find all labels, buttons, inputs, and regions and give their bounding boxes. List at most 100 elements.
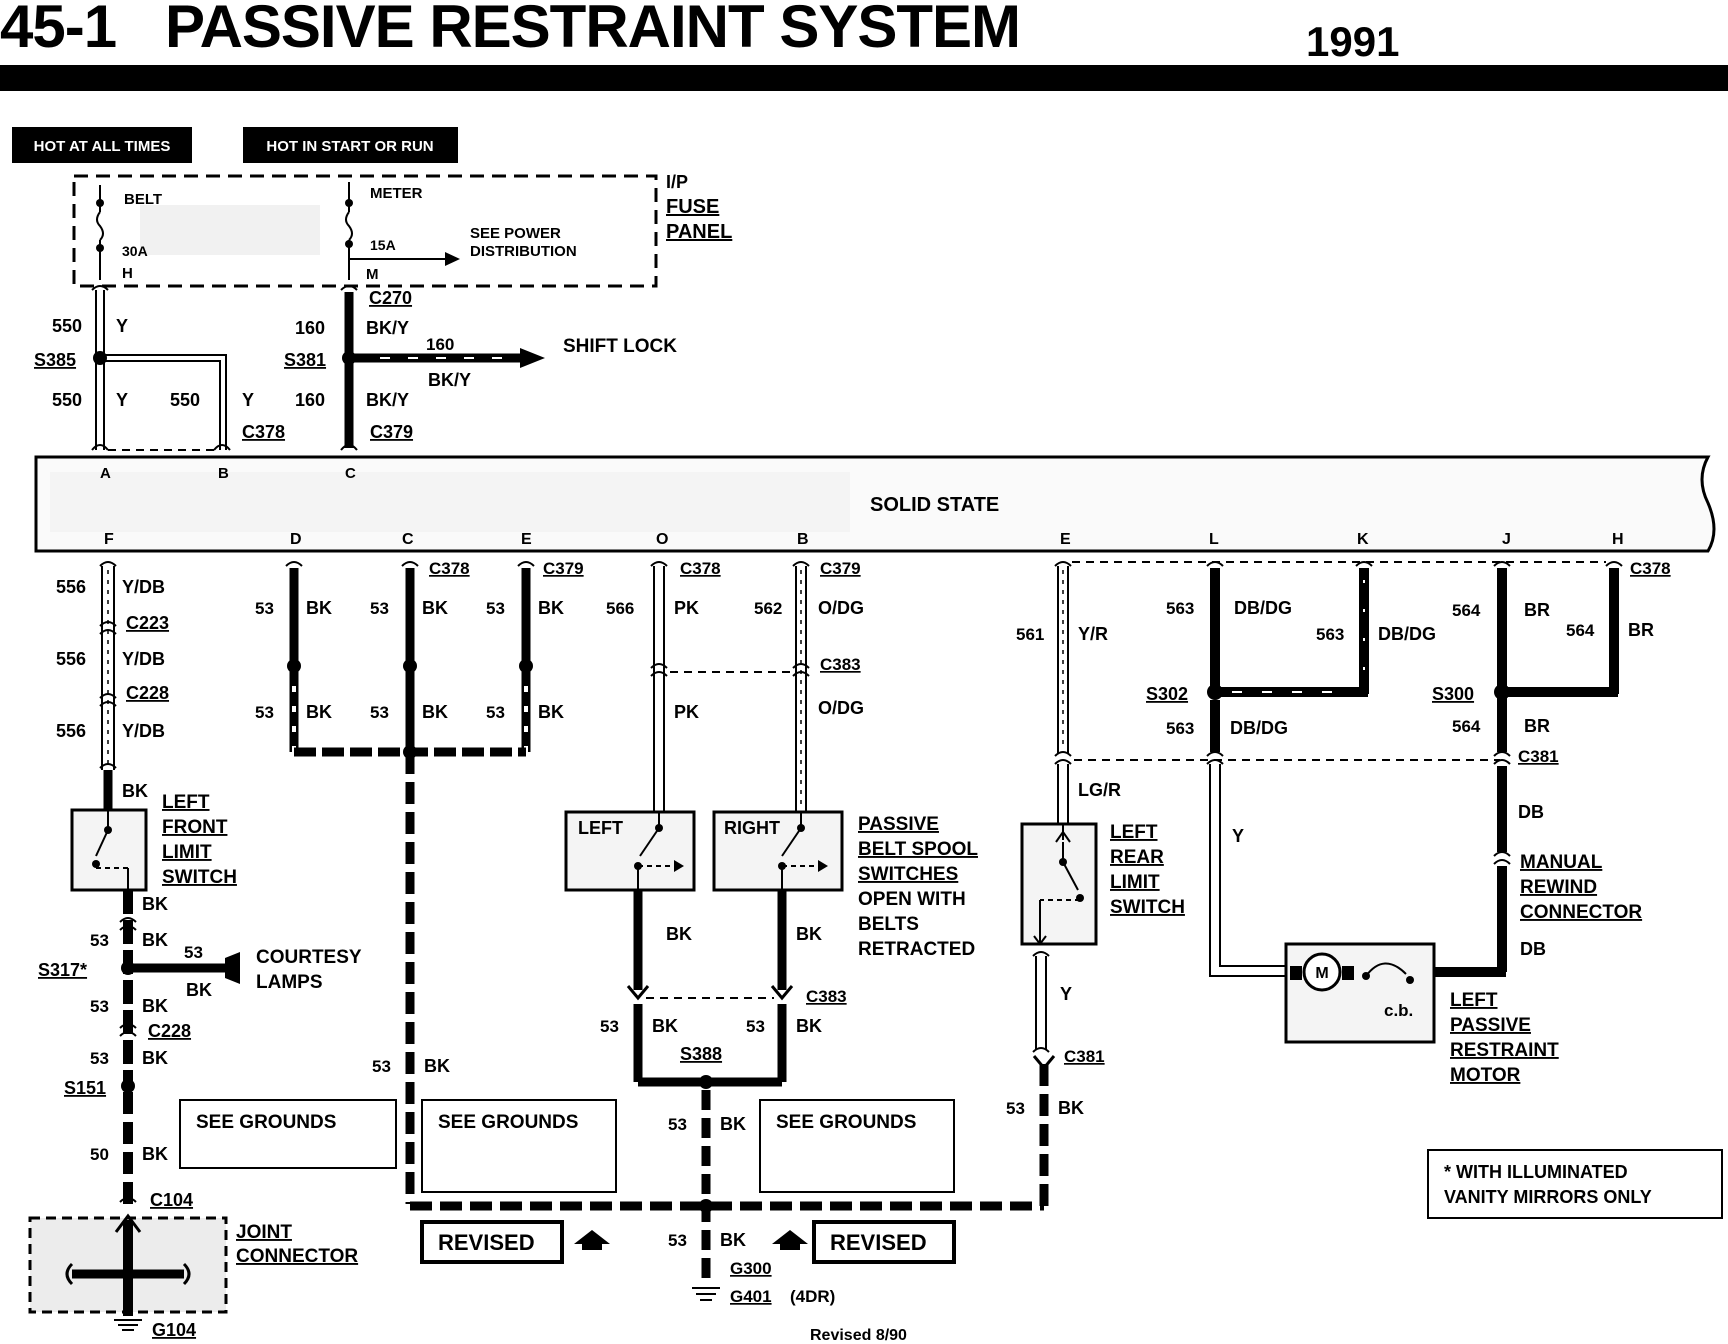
svg-text:SOLID STATE: SOLID STATE [870, 494, 999, 516]
circuit-563: 563 DB/DG 563 DB/DG S302 563 DB/DG Y [1074, 561, 1500, 977]
splice-s151: S151 [64, 1078, 106, 1098]
svg-text:REVISED: REVISED [830, 1230, 927, 1255]
svg-text:(4DR): (4DR) [790, 1287, 835, 1306]
connector-c270: C270 [369, 288, 412, 308]
ground-g104: G104 [152, 1320, 196, 1340]
connector-c228: C228 [126, 683, 169, 703]
svg-text:H: H [1612, 531, 1624, 548]
svg-text:BELTS: BELTS [858, 914, 919, 935]
svg-text:Y: Y [1232, 826, 1244, 846]
svg-text:563: 563 [1316, 625, 1344, 644]
svg-text:53: 53 [486, 703, 505, 722]
svg-text:* WITH ILLUMINATED: * WITH ILLUMINATED [1444, 1162, 1628, 1182]
svg-text:MOTOR: MOTOR [1450, 1065, 1521, 1086]
svg-text:BK: BK [306, 598, 332, 618]
svg-text:COURTESY: COURTESY [256, 947, 362, 968]
svg-text:SEE GROUNDS: SEE GROUNDS [438, 1112, 578, 1133]
svg-text:SWITCH: SWITCH [162, 867, 237, 888]
connector-c383: C383 [820, 655, 861, 674]
svg-text:BK: BK [186, 980, 212, 1000]
svg-text:O/DG: O/DG [818, 698, 864, 718]
connector-c228-lower: C228 [148, 1021, 191, 1041]
svg-text:C379: C379 [820, 559, 861, 578]
svg-text:MANUAL: MANUAL [1520, 852, 1603, 873]
svg-text:DB/DG: DB/DG [1234, 598, 1292, 618]
circuit-566: 566 PK C378 PK [606, 559, 721, 812]
page-header: 45-1 PASSIVE RESTRAINT SYSTEM 1991 [0, 0, 1728, 95]
svg-text:B: B [797, 531, 809, 548]
svg-text:PANEL: PANEL [666, 221, 732, 243]
splice-s381: S381 [284, 350, 326, 370]
svg-text:BK: BK [142, 996, 168, 1016]
svg-text:Y: Y [1060, 984, 1072, 1004]
svg-text:53: 53 [370, 703, 389, 722]
svg-text:Y/R: Y/R [1078, 624, 1108, 644]
svg-text:BK: BK [666, 924, 692, 944]
svg-text:BK/Y: BK/Y [366, 390, 409, 410]
connector-c379: C379 [370, 422, 413, 442]
svg-text:L: L [1209, 531, 1219, 548]
shift-lock-label: SHIFT LOCK [563, 336, 677, 357]
svg-text:BK: BK [720, 1230, 746, 1250]
svg-text:30A: 30A [122, 243, 148, 259]
belt-fuse: BELT 30A H [96, 185, 162, 282]
svg-text:C378: C378 [1630, 559, 1671, 578]
splice-s317: S317* [38, 960, 87, 980]
circuit-53-left: BK 53 BK S317* 53 BK COURTESY LAMPS 53 B… [38, 890, 362, 1210]
svg-text:53: 53 [90, 997, 109, 1016]
svg-text:53: 53 [370, 599, 389, 618]
svg-text:BK: BK [422, 598, 448, 618]
svg-text:DB/DG: DB/DG [1378, 624, 1436, 644]
svg-text:C383: C383 [806, 987, 847, 1006]
svg-text:BK: BK [796, 1016, 822, 1036]
svg-text:BK: BK [122, 781, 148, 801]
svg-text:53: 53 [255, 599, 274, 618]
left-rear-limit-switch: LEFT REAR LIMIT SWITCH [1020, 822, 1185, 946]
svg-text:550: 550 [170, 390, 200, 410]
svg-text:BR: BR [1628, 620, 1654, 640]
svg-text:BK: BK [422, 702, 448, 722]
svg-text:SWITCHES: SWITCHES [858, 864, 958, 885]
footnote-box: * WITH ILLUMINATED VANITY MIRRORS ONLY [1427, 1149, 1723, 1219]
svg-text:BK/Y: BK/Y [428, 370, 471, 390]
svg-text:C379: C379 [543, 559, 584, 578]
svg-text:BELT SPOOL: BELT SPOOL [858, 839, 978, 860]
svg-text:LEFT: LEFT [1110, 822, 1158, 843]
revised-tag-right: REVISED [772, 1220, 956, 1264]
svg-text:Y: Y [116, 316, 128, 336]
left-front-limit-switch: BK LEFT FRONT LIMIT SWITCH [70, 770, 237, 892]
svg-text:BK: BK [142, 930, 168, 950]
svg-text:CONNECTOR: CONNECTOR [1520, 902, 1642, 923]
svg-text:DB: DB [1520, 939, 1546, 959]
svg-text:REVISED: REVISED [438, 1230, 535, 1255]
hot-at-all-times-tag: HOT AT ALL TIMES [12, 127, 192, 163]
svg-text:564: 564 [1566, 621, 1595, 640]
svg-text:C381: C381 [1064, 1047, 1105, 1066]
svg-text:SWITCH: SWITCH [1110, 897, 1185, 918]
splice-s300: S300 [1432, 684, 1474, 704]
see-grounds-box-1: SEE GROUNDS [179, 1099, 397, 1169]
svg-text:53: 53 [90, 1049, 109, 1068]
svg-text:53: 53 [184, 943, 203, 962]
svg-text:CONNECTOR: CONNECTOR [236, 1246, 358, 1267]
svg-text:53: 53 [255, 703, 274, 722]
svg-text:LAMPS: LAMPS [256, 972, 323, 993]
svg-text:BK: BK [142, 1144, 168, 1164]
svg-text:E: E [1060, 531, 1071, 548]
svg-text:564: 564 [1452, 601, 1481, 620]
svg-text:Y: Y [116, 390, 128, 410]
svg-text:561: 561 [1016, 625, 1044, 644]
header-rule [0, 65, 1728, 91]
svg-text:556: 556 [56, 721, 86, 741]
svg-text:HOT AT ALL TIMES: HOT AT ALL TIMES [34, 138, 171, 155]
svg-text:DISTRIBUTION: DISTRIBUTION [470, 243, 577, 260]
fuse-panel: I/P FUSE PANEL [72, 172, 732, 288]
svg-text:RETRACTED: RETRACTED [858, 939, 975, 960]
left-spool-switch: LEFT [564, 810, 696, 892]
svg-text:BR: BR [1524, 716, 1550, 736]
svg-text:C378: C378 [429, 559, 470, 578]
svg-text:BK: BK [538, 598, 564, 618]
circuit-breaker-label: c.b. [1384, 1001, 1413, 1020]
svg-text:C: C [345, 465, 356, 482]
